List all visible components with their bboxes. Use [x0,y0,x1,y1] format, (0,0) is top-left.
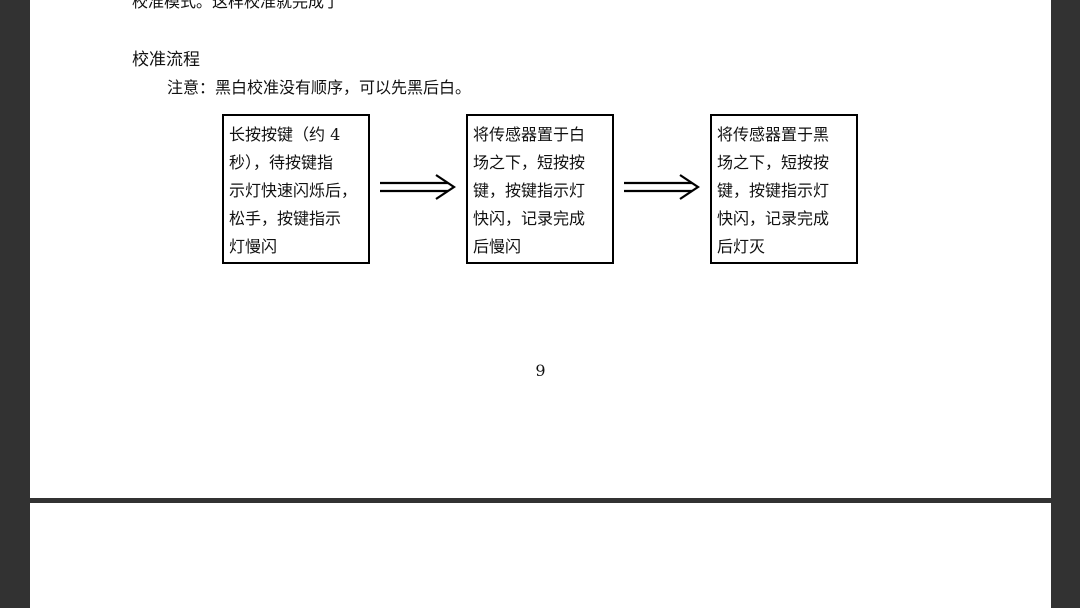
flow-step-1-text: 长按按键（约 4 秒），待按键指 示灯快速闪烁后， 松手，按键指示 灯慢闪 [229,125,358,256]
document-page-9: 校准模式。这样校准就完成了 校准流程 注意：黑白校准没有顺序，可以先黑后白。 长… [30,0,1051,498]
double-arrow-right-icon [624,174,700,200]
flow-step-3-text: 将传感器置于黑 场之下，短按按 键，按键指示灯 快闪，记录完成 后灯灭 [717,125,830,256]
double-arrow-right-icon [380,174,456,200]
flow-step-1-box: 长按按键（约 4 秒），待按键指 示灯快速闪烁后， 松手，按键指示 灯慢闪 [222,114,370,264]
document-page-next [30,503,1051,608]
flow-step-3-box: 将传感器置于黑 场之下，短按按 键，按键指示灯 快闪，记录完成 后灯灭 [710,114,858,264]
flow-step-2-box: 将传感器置于白 场之下，短按按 键，按键指示灯 快闪，记录完成 后慢闪 [466,114,614,264]
flow-step-2-text: 将传感器置于白 场之下，短按按 键，按键指示灯 快闪，记录完成 后慢闪 [473,125,586,256]
previous-paragraph-line: 校准模式。这样校准就完成了 [132,0,341,11]
note-text: 注意：黑白校准没有顺序，可以先黑后白。 [167,78,472,97]
section-heading: 校准流程 [132,50,200,70]
page-number: 9 [535,361,546,380]
